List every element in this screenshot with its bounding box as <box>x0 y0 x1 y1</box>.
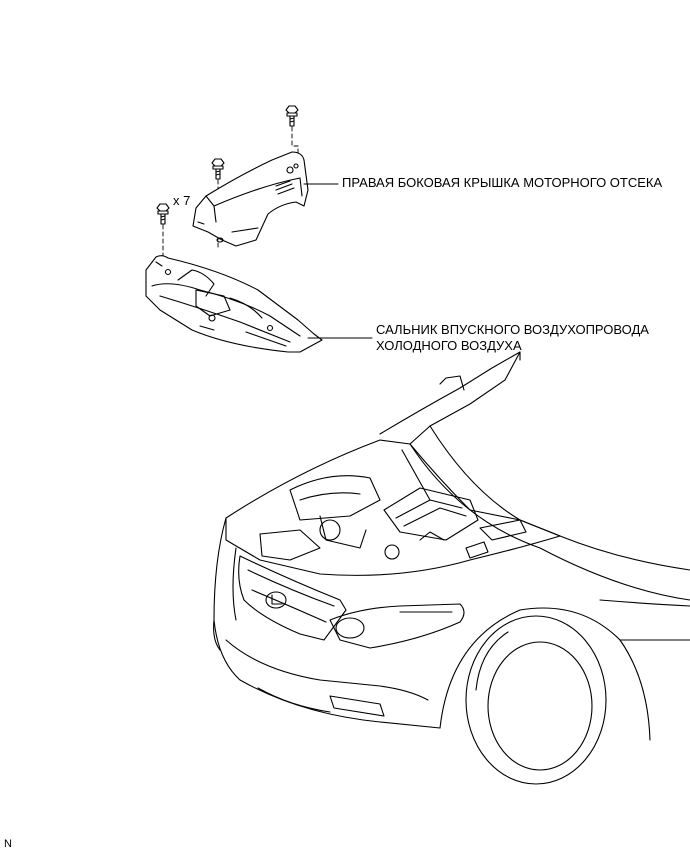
intake-seal-panel <box>145 255 323 353</box>
callout-intake-seal-line2: ХОЛОДНОГО ВОЗДУХА <box>376 338 522 353</box>
grille <box>238 555 347 641</box>
wheel <box>465 615 607 785</box>
bolt-icon-rear <box>285 105 299 127</box>
callout-intake-seal: САЛЬНИК ВПУСКНОГО ВОЗДУХОПРОВОДА ХОЛОДНО… <box>376 322 649 354</box>
headlight <box>329 603 465 649</box>
callout-engine-side-cover: ПРАВАЯ БОКОВАЯ КРЫШКА МОТОРНОГО ОТСЕКА <box>342 175 663 190</box>
emblem-icon <box>265 591 287 609</box>
bolt-icon-middle <box>211 158 225 180</box>
bolt-icon-front <box>156 203 170 225</box>
callout-intake-seal-line1: САЛЬНИК ВПУСКНОГО ВОЗДУХОПРОВОДА <box>376 322 649 337</box>
corner-mark: N <box>4 838 12 850</box>
engine-side-cover <box>192 151 309 247</box>
fastener-quantity: x 7 <box>173 193 191 208</box>
vehicle-front <box>213 351 690 785</box>
